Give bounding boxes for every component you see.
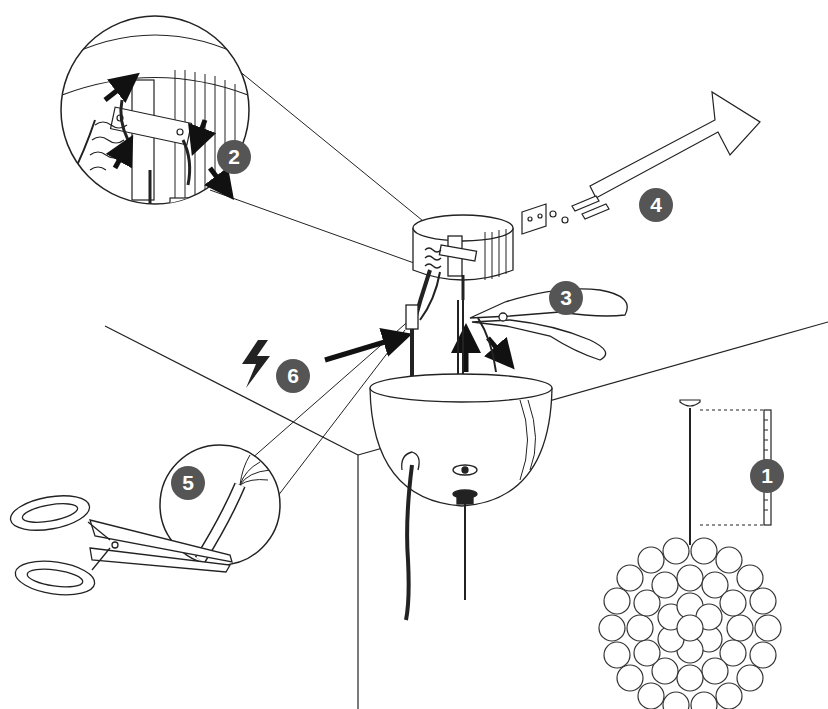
lightning-symbol <box>242 340 270 388</box>
arrow <box>325 338 398 360</box>
arrow <box>105 82 225 188</box>
canopy-dome <box>370 374 552 620</box>
callout-number: 4 <box>639 188 673 222</box>
arrow <box>466 338 505 372</box>
callout-number: 2 <box>217 140 251 174</box>
chandelier <box>599 400 781 709</box>
mounting-plate <box>522 92 795 234</box>
room-lines <box>105 322 828 709</box>
zoom-detail <box>8 445 280 599</box>
callout-number: 3 <box>549 281 583 315</box>
scissors <box>8 490 232 599</box>
ceiling-box <box>413 215 513 300</box>
callout-number: 6 <box>276 359 310 393</box>
callout-number: 5 <box>171 466 205 500</box>
zoom-detail <box>60 16 250 218</box>
callout-number: 1 <box>750 459 784 493</box>
